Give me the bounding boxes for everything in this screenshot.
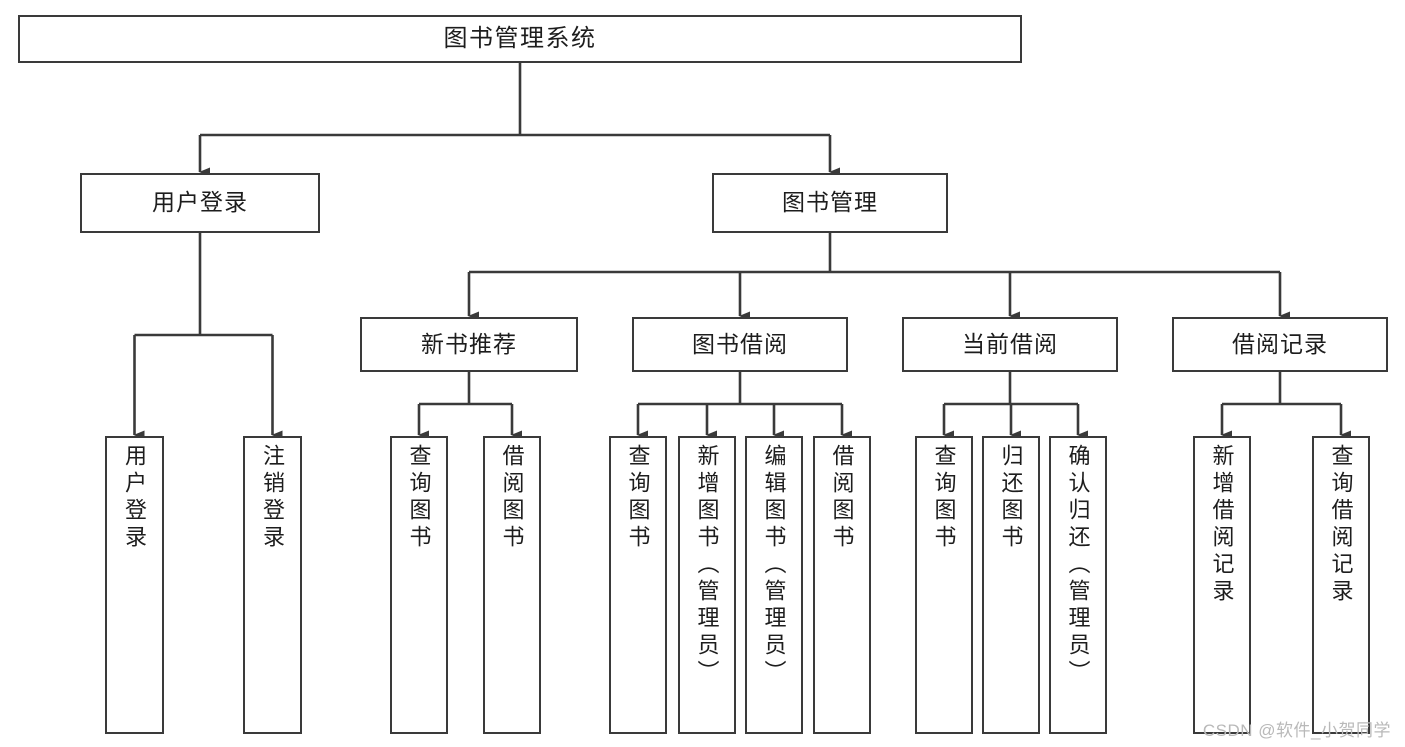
node-leaf-edit-book[interactable]: 编辑图书（管理员） [745, 436, 803, 734]
node-book-borrow[interactable]: 图书借阅 [632, 317, 848, 372]
node-root[interactable]: 图书管理系统 [18, 15, 1022, 63]
node-leaf-return-book[interactable]: 归还图书 [982, 436, 1040, 734]
node-leaf-return-book-label: 归还图书 [998, 444, 1024, 552]
node-leaf-query-record[interactable]: 查询借阅记录 [1312, 436, 1370, 734]
node-new-book-recommend[interactable]: 新书推荐 [360, 317, 578, 372]
node-leaf-add-record[interactable]: 新增借阅记录 [1193, 436, 1251, 734]
node-leaf-user-login-label: 用户登录 [122, 444, 148, 552]
node-leaf-query-book-1-label: 查询图书 [406, 444, 432, 552]
node-leaf-query-book-3[interactable]: 查询图书 [915, 436, 973, 734]
node-leaf-query-book-3-label: 查询图书 [931, 444, 957, 552]
node-book-manage[interactable]: 图书管理 [712, 173, 948, 233]
node-leaf-add-book-label: 新增图书（管理员） [694, 444, 720, 687]
node-leaf-query-book-2-label: 查询图书 [625, 444, 651, 552]
node-borrow-record-label: 借阅记录 [1232, 330, 1328, 357]
node-leaf-borrow-book-2[interactable]: 借阅图书 [813, 436, 871, 734]
node-leaf-edit-book-label: 编辑图书（管理员） [761, 444, 787, 687]
node-leaf-user-login[interactable]: 用户登录 [105, 436, 164, 734]
node-user-login[interactable]: 用户登录 [80, 173, 320, 233]
node-leaf-user-logout-label: 注销登录 [260, 444, 286, 552]
node-new-book-recommend-label: 新书推荐 [421, 330, 517, 357]
node-leaf-add-book[interactable]: 新增图书（管理员） [678, 436, 736, 734]
node-leaf-confirm-return[interactable]: 确认归还（管理员） [1049, 436, 1107, 734]
node-current-borrow-label: 当前借阅 [962, 330, 1058, 357]
node-leaf-user-logout[interactable]: 注销登录 [243, 436, 302, 734]
node-book-borrow-label: 图书借阅 [692, 330, 788, 357]
node-leaf-query-book-1[interactable]: 查询图书 [390, 436, 448, 734]
node-leaf-query-record-label: 查询借阅记录 [1328, 444, 1354, 606]
node-current-borrow[interactable]: 当前借阅 [902, 317, 1118, 372]
node-borrow-record[interactable]: 借阅记录 [1172, 317, 1388, 372]
node-leaf-borrow-book-1[interactable]: 借阅图书 [483, 436, 541, 734]
node-leaf-borrow-book-2-label: 借阅图书 [829, 444, 855, 552]
node-user-login-label: 用户登录 [152, 189, 248, 216]
node-leaf-borrow-book-1-label: 借阅图书 [499, 444, 525, 552]
node-root-label: 图书管理系统 [443, 24, 597, 52]
node-leaf-confirm-return-label: 确认归还（管理员） [1065, 444, 1091, 687]
node-leaf-add-record-label: 新增借阅记录 [1209, 444, 1235, 606]
node-leaf-query-book-2[interactable]: 查询图书 [609, 436, 667, 734]
node-book-manage-label: 图书管理 [782, 189, 878, 216]
